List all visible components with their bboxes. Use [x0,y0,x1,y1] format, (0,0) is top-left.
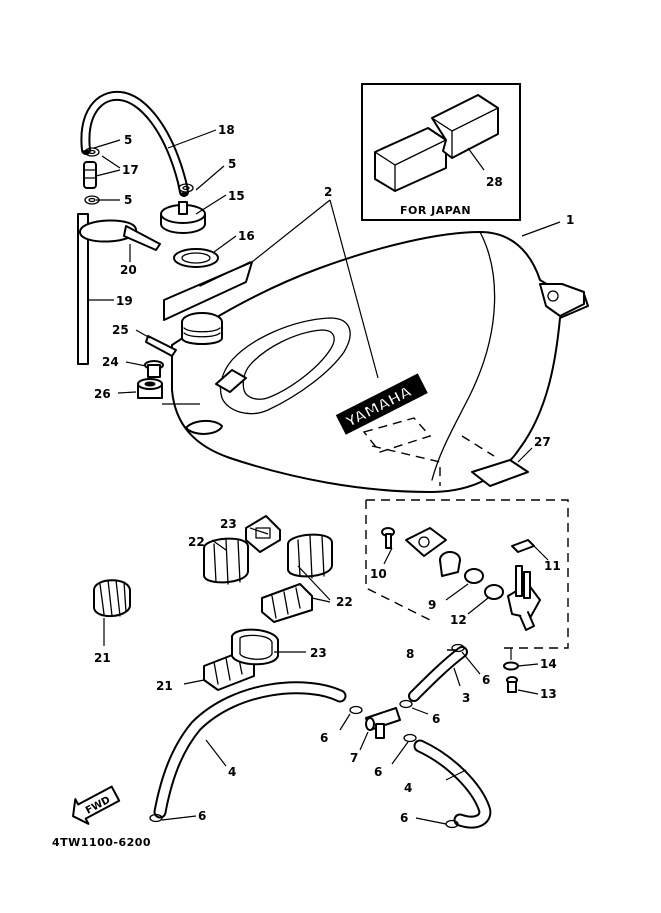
callout-14: 14 [540,657,557,671]
callout-27: 27 [534,435,551,449]
damper-21a [93,579,131,617]
callout-5a: 5 [124,133,132,147]
side-decal-2 [163,261,253,321]
damper-22c [261,583,313,623]
fwd-arrow-icon: FWD [72,785,121,825]
hose-4a [155,683,345,817]
guide-23a [245,515,281,553]
tape-11 [511,539,535,553]
callout-19: 19 [116,294,133,308]
clip-6c [403,733,417,743]
callout-15: 15 [228,189,245,203]
clamp-5a [84,147,100,157]
fuel-tank: YAMAHA [171,231,589,493]
callout-22a: 22 [188,535,205,549]
callout-5b: 5 [228,157,236,171]
callout-9: 9 [428,598,436,612]
callout-16: 16 [238,229,255,243]
callout-22b: 22 [336,595,353,609]
callout-6a: 6 [320,731,328,745]
check-valve-17 [83,161,97,189]
callout-10: 10 [370,567,387,581]
clamp-5b [178,183,194,193]
pipe-19 [77,213,89,365]
callout-4a: 4 [228,765,236,779]
damper-22b [287,533,333,579]
clip-6a [349,705,363,715]
band-20 [79,219,161,251]
pad-27 [461,435,529,487]
callout-1: 1 [566,213,574,227]
damper-26 [137,378,163,399]
clip-6b [399,699,413,709]
callout-23b: 23 [310,646,327,660]
guide-23b [231,628,279,666]
filter-12 [484,584,504,600]
callout-21b: 21 [156,679,173,693]
gasket-16 [173,248,219,268]
callout-5c: 5 [124,193,132,207]
collar-24 [144,360,164,378]
callout-17: 17 [122,163,139,177]
callout-21a: 21 [94,651,111,665]
callout-2: 2 [324,185,332,199]
callout-6c: 6 [374,765,382,779]
callout-13: 13 [540,687,557,701]
joint-7 [365,707,401,739]
callout-4b: 4 [404,781,412,795]
filler-neck [181,312,223,345]
callout-6e: 6 [198,809,206,823]
clip-6d [451,643,465,653]
callout-11: 11 [544,559,561,573]
hose-3 [410,648,466,700]
callout-24: 24 [102,355,119,369]
clip-6e [149,813,163,823]
diagram-code: 4TW1100-6200 [52,836,151,849]
callout-6d: 6 [482,673,490,687]
callout-6b: 6 [432,712,440,726]
knob [439,551,461,577]
filler-cap-15 [160,201,206,234]
callout-25: 25 [112,323,129,337]
callout-numbers: 1 2 3 4 4 5 5 5 6 6 6 6 6 6 7 8 9 10 11 … [94,123,574,825]
fuel-cock [507,565,541,631]
callout-6f: 6 [400,811,408,825]
callout-8: 8 [406,647,414,661]
foam-block-28 [374,94,499,192]
grommet-25 [145,335,177,357]
callout-28: 28 [486,175,503,189]
screw-10 [381,527,395,549]
callout-12: 12 [450,613,467,627]
japan-inset: 28 FOR JAPAN [361,83,521,221]
cover-plate [405,527,447,557]
callout-7: 7 [350,751,358,765]
callout-20: 20 [120,263,137,277]
callout-23a: 23 [220,517,237,531]
bolt-13 [506,676,518,693]
damper-22a [203,537,249,585]
callout-26: 26 [94,387,111,401]
o-ring-9 [464,568,484,584]
inset-caption: FOR JAPAN [400,204,471,217]
hose-4b [415,741,490,827]
washer-14 [503,661,519,671]
callout-3: 3 [462,691,470,705]
callout-18: 18 [218,123,235,137]
